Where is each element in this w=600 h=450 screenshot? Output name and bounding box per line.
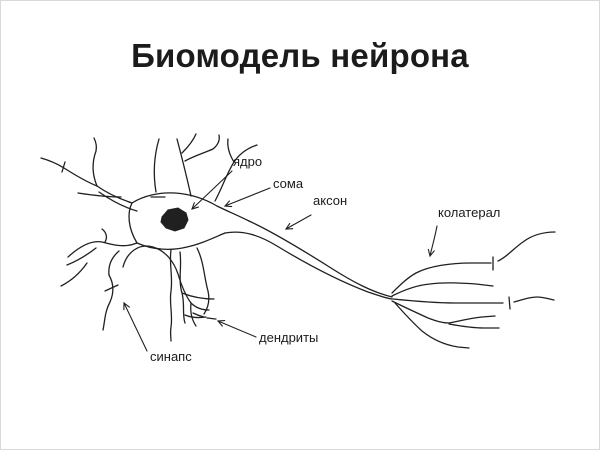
label-synapse: синапс: [150, 349, 192, 364]
leader-arrow-synapse: [123, 301, 148, 352]
label-axon: аксон: [313, 193, 348, 208]
leader-arrows-group: [123, 170, 438, 352]
label-nucleus: ядро: [233, 154, 263, 169]
label-soma: сома: [273, 176, 304, 191]
axon-fiber: [224, 220, 393, 300]
collateral-branch: [391, 262, 492, 294]
synapse-tick: [104, 284, 119, 292]
label-collateral: колатерал: [438, 205, 501, 220]
soma-outline: [128, 192, 250, 250]
synapse-tick: [508, 296, 511, 310]
leader-arrow-axon: [284, 214, 312, 230]
nucleus-blob: [160, 207, 189, 232]
leader-arrow-collateral: [427, 225, 438, 258]
dendrites-group: [40, 133, 258, 342]
page-title: Биомодель нейрона: [131, 37, 469, 74]
leader-arrow-nucleus: [191, 170, 233, 210]
leader-arrow-soma: [223, 187, 271, 208]
leader-arrow-dendrites: [216, 320, 257, 338]
synapse-tick: [61, 161, 66, 173]
axon-terminals-group: [391, 231, 556, 349]
label-dendrites: дендриты: [259, 330, 319, 345]
